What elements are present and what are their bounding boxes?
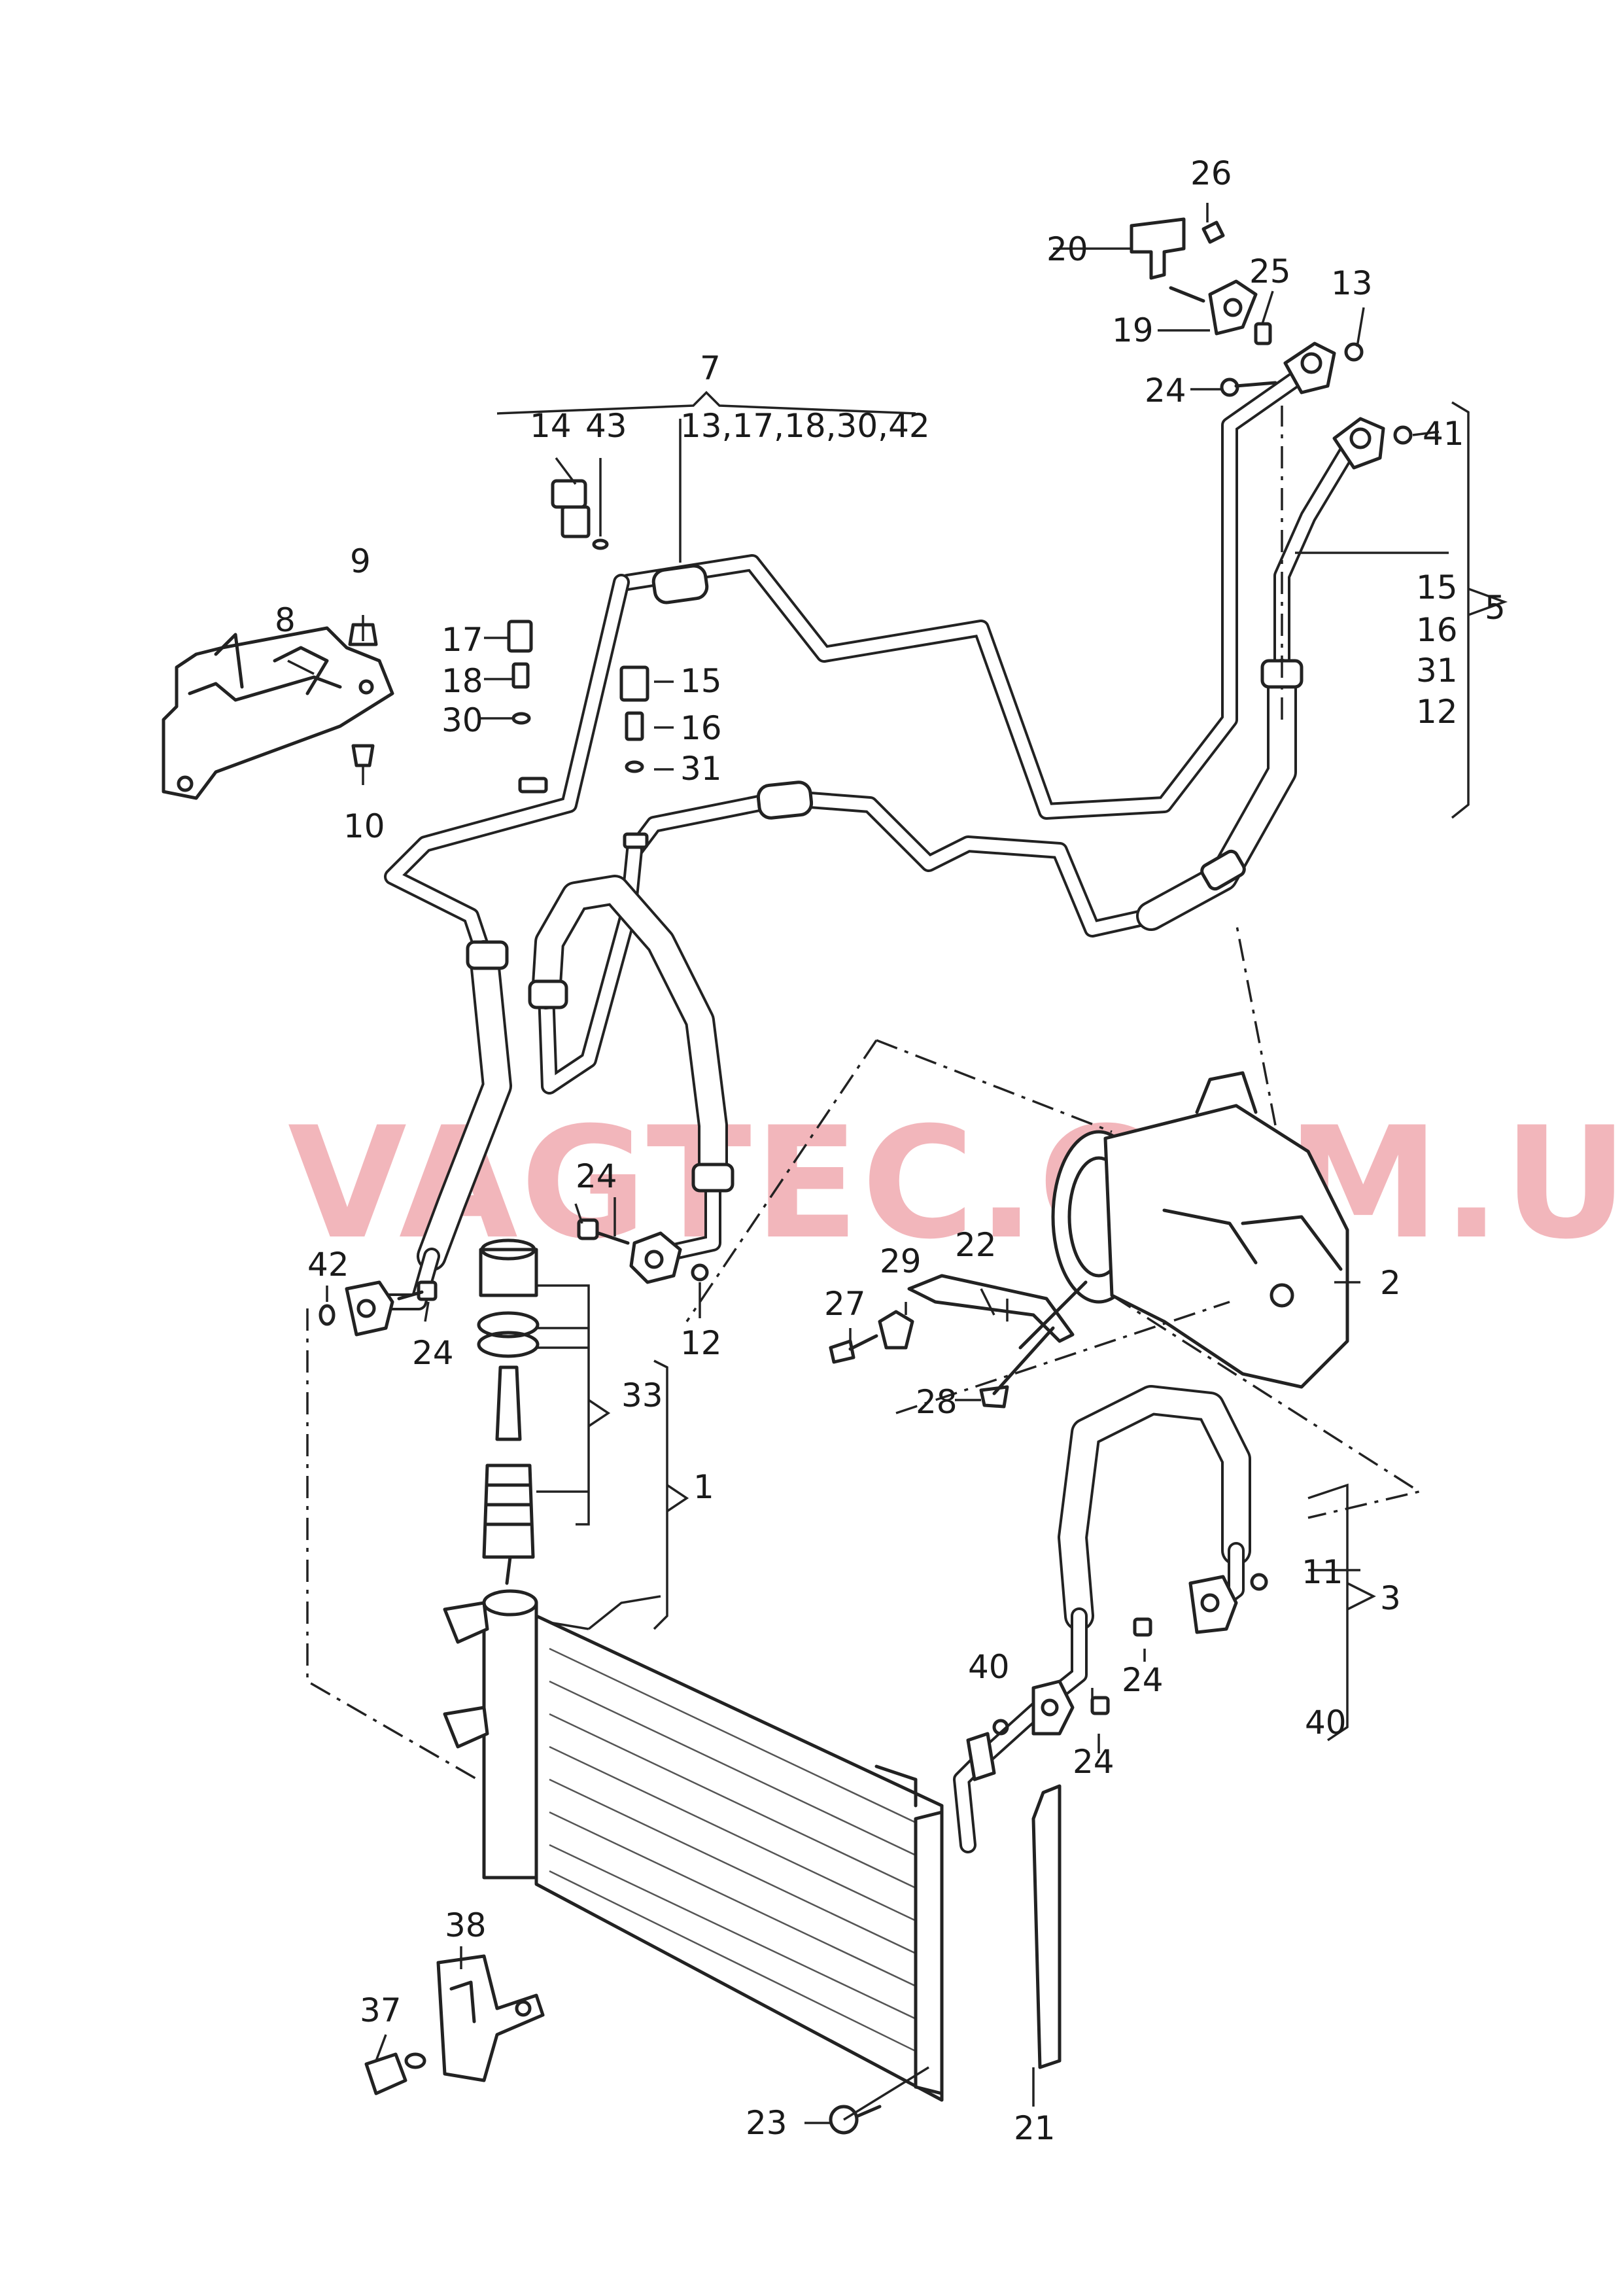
label-20: 20 bbox=[1046, 230, 1088, 268]
screw-23 bbox=[829, 2105, 882, 2135]
label-21: 21 bbox=[1014, 2109, 1056, 2147]
seal-strip-21 bbox=[1031, 1784, 1062, 2069]
lower-hose-3 bbox=[953, 1385, 1268, 1853]
label-40-right: 40 bbox=[1305, 1704, 1347, 1742]
label-33: 33 bbox=[621, 1376, 663, 1414]
label-30: 30 bbox=[441, 701, 483, 739]
label-12-left: 12 bbox=[680, 1324, 722, 1362]
label-7: 7 bbox=[700, 349, 721, 387]
label-2: 2 bbox=[1380, 1264, 1401, 1302]
condenser-1 bbox=[443, 1589, 944, 2102]
label-5: 5 bbox=[1485, 589, 1506, 627]
label-19: 19 bbox=[1112, 311, 1154, 349]
label-25: 25 bbox=[1249, 253, 1291, 290]
sensor-37 bbox=[364, 2052, 426, 2095]
hose-fitting-12 bbox=[577, 1218, 709, 1284]
label-group-5-31: 31 bbox=[1416, 652, 1458, 690]
label-11: 11 bbox=[1302, 1553, 1343, 1591]
label-14: 14 bbox=[530, 407, 572, 445]
valve-cap-15-group bbox=[619, 665, 649, 849]
hose-fitting-42 bbox=[319, 1280, 438, 1337]
pipe-holder-8 bbox=[162, 623, 394, 800]
label-31: 31 bbox=[680, 750, 722, 788]
pipe-bracket-assembly bbox=[1130, 217, 1277, 397]
label-15: 15 bbox=[680, 662, 722, 700]
receiver-drier-33 bbox=[477, 1238, 540, 1585]
label-8: 8 bbox=[275, 601, 296, 639]
ac-compressor bbox=[1051, 1071, 1349, 1389]
compressor-bracket-22 bbox=[829, 1274, 1088, 1409]
label-9: 9 bbox=[350, 542, 371, 580]
label-29: 29 bbox=[880, 1242, 922, 1280]
pressure-switch-14 bbox=[551, 479, 609, 550]
label-23: 23 bbox=[746, 2104, 787, 2142]
label-10: 10 bbox=[343, 807, 385, 845]
label-38: 38 bbox=[445, 1906, 487, 1944]
label-24-mid: 24 bbox=[576, 1157, 617, 1195]
hose-group-5 bbox=[1136, 443, 1356, 931]
label-group-7-list: 13,17,18,30,42 bbox=[680, 407, 930, 445]
label-40: 40 bbox=[968, 1648, 1010, 1686]
label-group-5-12: 12 bbox=[1416, 693, 1458, 731]
suction-hose bbox=[528, 842, 734, 1265]
refrigerant-pipe-upper bbox=[619, 371, 1304, 820]
label-18: 18 bbox=[441, 662, 483, 700]
fitting-upper-right bbox=[1283, 342, 1413, 470]
label-26: 26 bbox=[1190, 154, 1232, 192]
label-24-top: 24 bbox=[1145, 372, 1186, 410]
label-24-left: 24 bbox=[412, 1334, 454, 1372]
label-13: 13 bbox=[1331, 264, 1373, 302]
sensor-bracket-38 bbox=[436, 1954, 545, 2082]
label-24-right-a: 24 bbox=[1122, 1661, 1164, 1699]
valve-cap-17-group bbox=[507, 620, 548, 794]
label-group-5-15: 15 bbox=[1416, 569, 1458, 606]
leader-lines bbox=[287, 203, 1508, 2124]
label-43: 43 bbox=[585, 407, 627, 445]
label-24-right-b: 24 bbox=[1073, 1743, 1114, 1781]
dashed-reference-lines bbox=[306, 406, 1423, 1781]
part-number-labels: 7 13,17,18,30,42 14 43 9 8 10 17 18 30 1… bbox=[275, 154, 1506, 2147]
label-37: 37 bbox=[360, 1991, 402, 2029]
watermark-text: VAGTEC.COM.UA bbox=[288, 1095, 1624, 1273]
label-16: 16 bbox=[680, 709, 722, 747]
label-22: 22 bbox=[955, 1226, 997, 1264]
label-28: 28 bbox=[916, 1383, 958, 1421]
label-41: 41 bbox=[1423, 415, 1464, 453]
label-17: 17 bbox=[441, 621, 483, 659]
label-group-5-16: 16 bbox=[1416, 611, 1458, 649]
refrigerant-pipe-lower bbox=[626, 780, 1160, 937]
label-27: 27 bbox=[824, 1285, 866, 1323]
label-3: 3 bbox=[1380, 1579, 1401, 1617]
label-1: 1 bbox=[693, 1468, 714, 1506]
label-42: 42 bbox=[307, 1246, 349, 1284]
